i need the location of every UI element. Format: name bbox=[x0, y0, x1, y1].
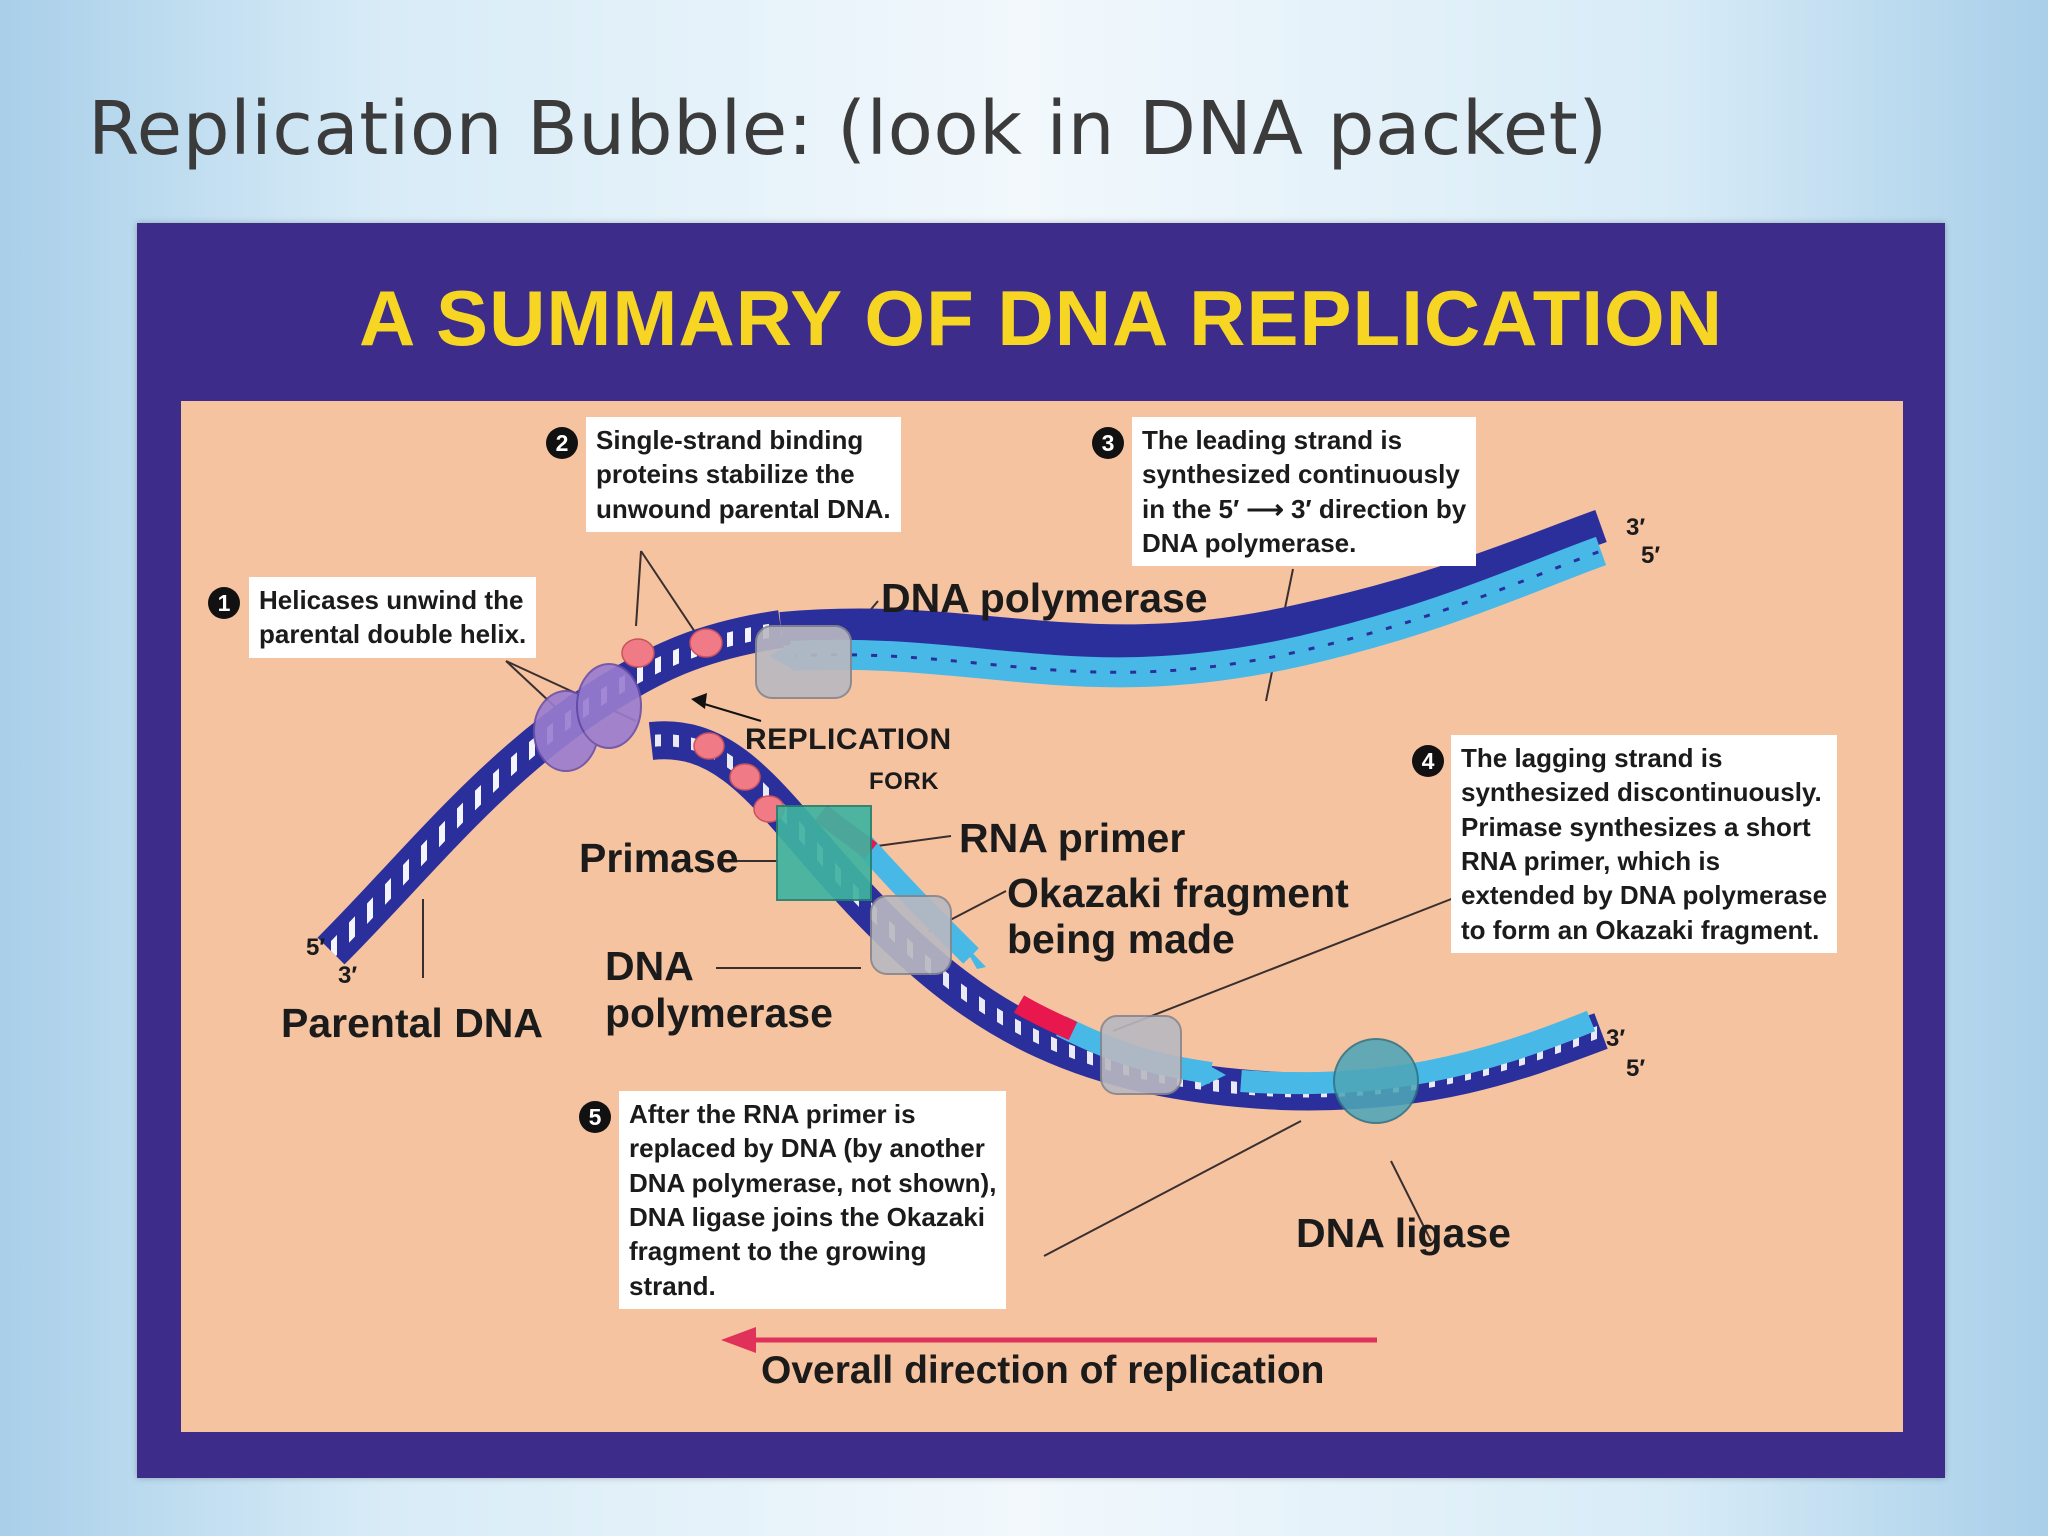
primase-protein bbox=[776, 805, 872, 901]
leading-3-prime-label: 3′ bbox=[1626, 514, 1646, 541]
step-1-line: parental double helix. bbox=[259, 619, 527, 650]
step-3-line: synthesized continuously bbox=[1142, 459, 1460, 490]
diagram-banner: A SUMMARY OF DNA REPLICATION bbox=[358, 274, 1724, 362]
okazaki-label-line2: being made bbox=[1007, 916, 1235, 962]
step-2-line: proteins stabilize the bbox=[596, 459, 855, 490]
diagram-panel: 5′ 3′ 3′ 5′ 3′ 5′ DNA polymerase REPLICA… bbox=[181, 401, 1903, 1432]
step-1-callout: Helicases unwind the parental double hel… bbox=[249, 577, 537, 658]
step-4-number: 4 bbox=[1412, 745, 1444, 777]
step-1-line: Helicases unwind the bbox=[259, 585, 524, 615]
slide-title: Replication Bubble: (look in DNA packet) bbox=[88, 86, 1608, 172]
replication-fork-arrow bbox=[691, 693, 762, 722]
replication-illustration bbox=[317, 509, 1608, 1353]
overall-direction-label: Overall direction of replication bbox=[761, 1349, 1325, 1392]
parental-dna-label: Parental DNA bbox=[281, 1000, 544, 1046]
step-5-callout: After the RNA primer is replaced by DNA … bbox=[619, 1091, 1007, 1309]
step-1-number: 1 bbox=[208, 587, 240, 619]
parental-5-prime-label: 5′ bbox=[306, 934, 326, 961]
lagging-5-prime-label: 5′ bbox=[1626, 1055, 1646, 1082]
step-4-line: RNA primer, which is bbox=[1461, 845, 1721, 876]
step-5-line: DNA ligase joins the Okazaki bbox=[629, 1201, 985, 1232]
replication-fork-label-line1: REPLICATION bbox=[745, 723, 952, 756]
leading-5-prime-label: 5′ bbox=[1641, 542, 1661, 569]
dna-polymerase-proteins bbox=[755, 625, 1182, 1095]
dna-ligase-protein bbox=[1333, 1038, 1419, 1124]
single-strand-binding-proteins bbox=[621, 628, 785, 823]
dna-polymerase-bottom-label-line2: polymerase bbox=[605, 990, 833, 1036]
helicase-proteins bbox=[533, 663, 642, 772]
parental-3-prime-label: 3′ bbox=[338, 962, 358, 989]
dna-polymerase-top-label: DNA polymerase bbox=[881, 575, 1208, 621]
step-5-line: After the RNA primer is bbox=[629, 1099, 916, 1129]
step-3-line: in the 5′ ⟶ 3′ direction by bbox=[1142, 493, 1467, 524]
step-3-line: The leading strand is bbox=[1142, 425, 1403, 455]
lagging-3-prime-label: 3′ bbox=[1606, 1025, 1626, 1052]
step-5-line: strand. bbox=[629, 1270, 716, 1301]
step-4-line: to form an Okazaki fragment. bbox=[1461, 914, 1820, 945]
diagram-frame: A SUMMARY OF DNA REPLICATION bbox=[137, 223, 1945, 1478]
okazaki-label-line1: Okazaki fragment bbox=[1007, 870, 1349, 916]
primase-label: Primase bbox=[579, 835, 739, 881]
step-4-line: extended by DNA polymerase bbox=[1461, 880, 1828, 911]
step-5-line: DNA polymerase, not shown), bbox=[629, 1167, 997, 1198]
step-3-callout: The leading strand is synthesized contin… bbox=[1132, 417, 1477, 567]
step-3-number: 3 bbox=[1092, 427, 1124, 459]
step-4-line: The lagging strand is bbox=[1461, 743, 1723, 773]
step-2-line: unwound parental DNA. bbox=[596, 493, 891, 524]
step-5-line: fragment to the growing bbox=[629, 1236, 927, 1267]
step-5-line: replaced by DNA (by another bbox=[629, 1133, 985, 1164]
dna-ligase-label: DNA ligase bbox=[1296, 1210, 1511, 1256]
step-2-line: Single-strand binding bbox=[596, 425, 864, 455]
step-4-line: synthesized discontinuously. bbox=[1461, 777, 1822, 808]
rna-primer-label: RNA primer bbox=[959, 815, 1186, 861]
dna-polymerase-bottom-label-line1: DNA bbox=[605, 943, 694, 989]
step-3-line: DNA polymerase. bbox=[1142, 527, 1357, 558]
step-2-number: 2 bbox=[546, 427, 578, 459]
step-4-line: Primase synthesizes a short bbox=[1461, 811, 1811, 842]
overall-direction-arrow bbox=[721, 1327, 1377, 1353]
step-2-callout: Single-strand binding proteins stabilize… bbox=[586, 417, 901, 532]
step-4-callout: The lagging strand is synthesized discon… bbox=[1451, 735, 1838, 953]
replication-fork-label-line2: FORK bbox=[869, 768, 939, 795]
step-5-number: 5 bbox=[579, 1101, 611, 1133]
